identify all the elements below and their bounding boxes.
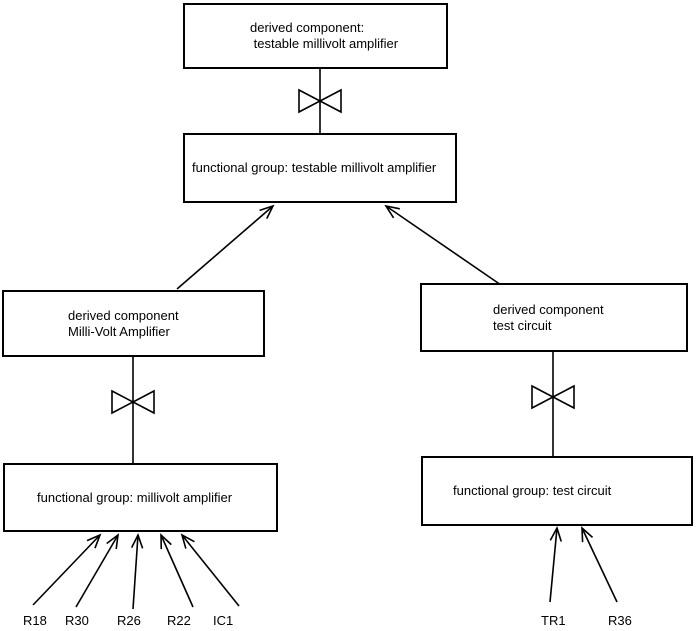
bowtie-icon-top	[298, 88, 342, 114]
arrow-r22-to-fgmillivolt	[161, 535, 194, 608]
node-text-line: test circuit	[493, 317, 552, 333]
node-functional-group-millivolt-amplifier: functional group: millivolt amplifier	[3, 463, 278, 532]
node-derived-milli-volt-amplifier: derived component Milli-Volt Amplifier	[2, 290, 265, 357]
leaf-label-r22: R22	[167, 613, 191, 628]
node-text-line: derived component	[68, 307, 179, 323]
arrow-r18-to-fgmillivolt	[32, 535, 100, 606]
node-text-line: functional group: testable millivolt amp…	[192, 160, 437, 175]
node-text-line: derived component:	[250, 20, 365, 35]
leaf-label-tr1: TR1	[541, 613, 566, 628]
arrow-ic1-to-fgmillivolt	[182, 535, 240, 607]
arrow-r30-to-fgmillivolt	[75, 535, 118, 608]
arrow-r36-to-fgtest	[582, 528, 618, 603]
leaf-label-r26: R26	[117, 613, 141, 628]
node-text-line: Milli-Volt Amplifier	[68, 323, 170, 339]
node-text-line: functional group: millivolt amplifier	[37, 489, 233, 505]
leaf-label-r30: R30	[65, 613, 89, 628]
node-text-line: functional group: test circuit	[453, 483, 612, 498]
node-derived-test-circuit: derived component test circuit	[420, 283, 688, 352]
arrow-tr1-to-fgtest	[549, 528, 557, 603]
leaf-label-ic1: IC1	[213, 613, 234, 628]
node-functional-group-test-circuit: functional group: test circuit	[421, 456, 693, 526]
node-text-line: testable millivolt amplifier	[250, 36, 399, 51]
bowtie-icon-right	[531, 384, 575, 410]
leaf-label-r36: R36	[608, 613, 632, 628]
node-text-line: derived component	[493, 301, 604, 317]
arrow-r26-to-fgmillivolt	[133, 535, 138, 610]
node-derived-testable-millivolt-amplifier: derived component: testable millivolt am…	[183, 3, 448, 69]
arrow-rightderived-to-fgtestable	[386, 206, 502, 286]
bowtie-icon-left	[111, 389, 155, 415]
node-functional-group-testable-millivolt-amplifier: functional group: testable millivolt amp…	[183, 133, 457, 203]
leaf-label-r18: R18	[23, 613, 47, 628]
arrow-leftderived-to-fgtestable	[176, 206, 273, 290]
